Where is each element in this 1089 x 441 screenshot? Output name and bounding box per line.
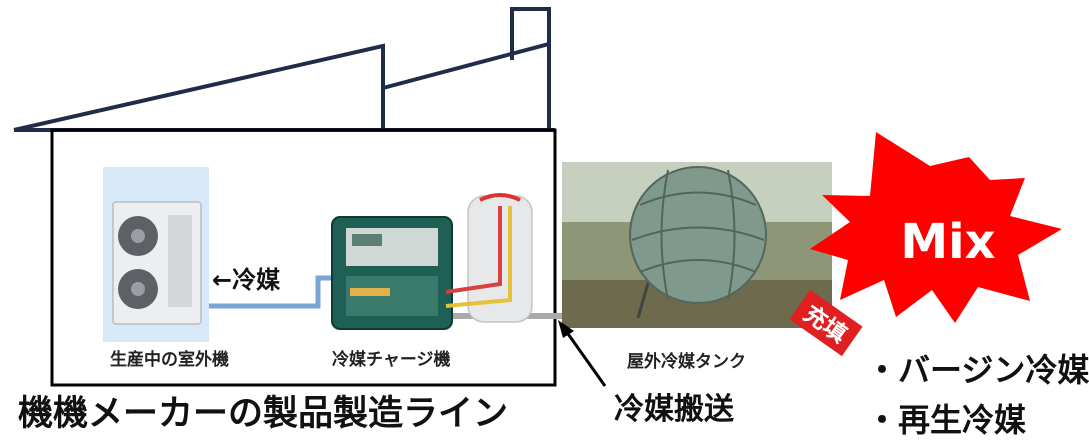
outdoor-tank-image [562,162,832,328]
refrigerant-pipe [209,275,333,309]
mix-label: Mix [900,214,995,270]
charger-label: 冷媒チャージ機 [332,350,451,370]
outdoor-unit-label: 生産中の室外機 [110,350,229,370]
charger-image [331,216,453,330]
factory-roof [13,7,555,132]
refrigerant-type-virgin: ・バージン冷媒 [866,351,1089,389]
refrigerant-cylinder-image [445,193,533,323]
production-line-caption: 機機メーカーの製品製造ライン [18,394,509,434]
tank-label: 屋外冷媒タンク [627,352,746,372]
outdoor-unit-image [103,167,209,342]
refrigerant-flow-label: ←冷媒 [212,266,281,294]
mix-burst: Mix [810,132,1062,323]
transport-arrow [558,320,607,387]
refrigerant-type-recycled: ・再生冷媒 [866,401,1027,439]
transport-label: 冷媒搬送 [614,392,734,427]
factory-box [50,128,557,387]
